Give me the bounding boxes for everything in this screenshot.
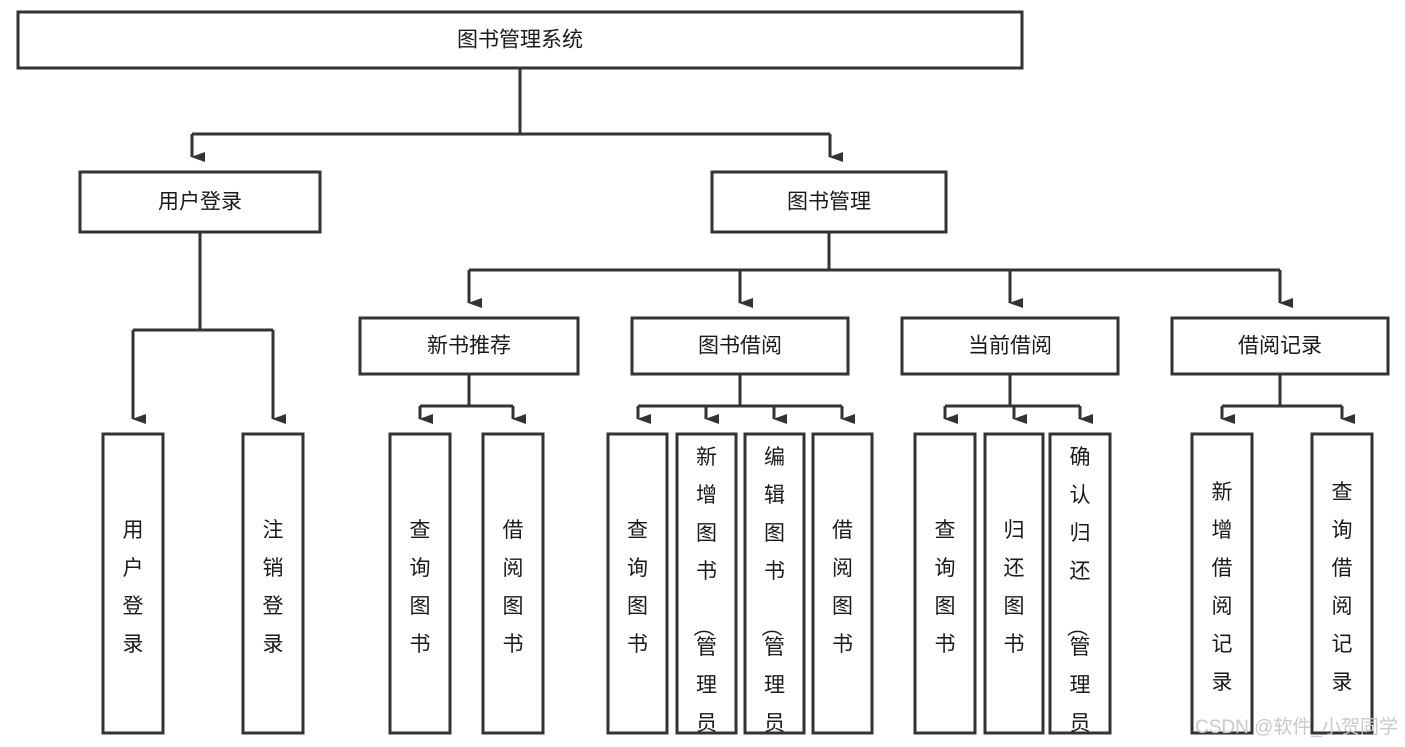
node-leaf-borrow-book-2[interactable]: 借阅图书 <box>811 432 874 735</box>
node-new-book-recommend-rect[interactable] <box>358 316 580 376</box>
node-book-management-label: 图书管理 <box>787 191 871 214</box>
node-leaf-query-book-1-rect[interactable] <box>388 432 452 735</box>
node-borrow-record-rect[interactable] <box>1170 316 1390 376</box>
node-leaf-query-book-3-label: 查询图书 <box>935 519 956 656</box>
node-user-login-rect[interactable] <box>78 170 322 234</box>
node-current-borrow[interactable]: 当前借阅 <box>900 316 1120 376</box>
node-leaf-user-login-rect[interactable] <box>101 432 165 735</box>
node-root-rect[interactable] <box>16 10 1024 70</box>
node-leaf-query-book-1[interactable]: 查询图书 <box>388 432 452 735</box>
node-current-borrow-rect[interactable] <box>900 316 1120 376</box>
node-leaf-query-book-2-label: 查询图书 <box>627 519 648 656</box>
node-root-label: 图书管理系统 <box>457 29 583 52</box>
node-book-management[interactable]: 图书管理 <box>710 170 948 234</box>
node-leaf-query-borrow-record-label: 查询借阅记录 <box>1332 481 1353 694</box>
node-new-book-recommend[interactable]: 新书推荐 <box>358 316 580 376</box>
node-leaf-edit-book-admin[interactable]: 编辑图书（管理员） <box>743 432 806 747</box>
node-leaf-add-book-admin-rect[interactable] <box>675 432 738 735</box>
node-leaf-add-book-admin-label: 新增图书（管理员） <box>691 446 717 747</box>
node-book-borrow-label: 图书借阅 <box>698 335 782 358</box>
node-leaf-borrow-book-1[interactable]: 借阅图书 <box>481 432 545 735</box>
node-leaf-logout-login-rect[interactable] <box>241 432 305 735</box>
node-leaf-edit-book-admin-label: 编辑图书（管理员） <box>759 446 785 747</box>
node-leaf-confirm-return-admin-rect[interactable] <box>1048 432 1112 735</box>
node-leaf-borrow-book-1-rect[interactable] <box>481 432 545 735</box>
node-leaf-user-login-label: 用户登录 <box>123 519 144 656</box>
node-leaf-edit-book-admin-rect[interactable] <box>743 432 806 735</box>
node-user-login-label: 用户登录 <box>158 191 242 214</box>
node-leaf-query-borrow-record-rect[interactable] <box>1310 432 1374 735</box>
node-leaf-return-book[interactable]: 归还图书 <box>983 432 1045 735</box>
node-borrow-record-label: 借阅记录 <box>1238 335 1322 358</box>
node-borrow-record[interactable]: 借阅记录 <box>1170 316 1390 376</box>
node-leaf-add-book-admin[interactable]: 新增图书（管理员） <box>675 432 738 747</box>
leaf-node-layer: 用户登录 注销登录 查询图书 借阅图书 查询图书 新增图书（管理员） 编辑图书（管理员） 借阅… <box>101 432 1374 747</box>
node-leaf-borrow-book-2-label: 借阅图书 <box>832 519 853 656</box>
node-leaf-query-book-1-label: 查询图书 <box>410 519 431 656</box>
node-leaf-logout-login[interactable]: 注销登录 <box>241 432 305 735</box>
node-leaf-add-borrow-record[interactable]: 新增借阅记录 <box>1190 432 1254 735</box>
node-leaf-borrow-book-2-rect[interactable] <box>811 432 874 735</box>
node-leaf-borrow-book-1-label: 借阅图书 <box>503 519 524 656</box>
node-user-login[interactable]: 用户登录 <box>78 170 322 234</box>
node-root[interactable]: 图书管理系统 <box>16 10 1024 70</box>
node-book-borrow[interactable]: 图书借阅 <box>630 316 850 376</box>
node-leaf-query-book-2[interactable]: 查询图书 <box>606 432 669 735</box>
node-leaf-add-borrow-record-rect[interactable] <box>1190 432 1254 735</box>
node-current-borrow-label: 当前借阅 <box>968 335 1052 358</box>
node-leaf-confirm-return-admin-label: 确认归还（管理员） <box>1065 446 1091 747</box>
node-leaf-query-book-3-rect[interactable] <box>913 432 977 735</box>
node-leaf-query-book-2-rect[interactable] <box>606 432 669 735</box>
node-leaf-logout-login-label: 注销登录 <box>263 519 284 656</box>
node-leaf-add-borrow-record-label: 新增借阅记录 <box>1212 481 1233 694</box>
node-book-borrow-rect[interactable] <box>630 316 850 376</box>
node-new-book-recommend-label: 新书推荐 <box>427 335 511 358</box>
node-leaf-return-book-label: 归还图书 <box>1004 519 1025 656</box>
node-leaf-confirm-return-admin[interactable]: 确认归还（管理员） <box>1048 432 1112 747</box>
node-leaf-query-borrow-record[interactable]: 查询借阅记录 <box>1310 432 1374 735</box>
node-book-management-rect[interactable] <box>710 170 948 234</box>
connector-group <box>131 68 1355 424</box>
node-leaf-return-book-rect[interactable] <box>983 432 1045 735</box>
watermark-text: CSDN @软件_小贺同学 <box>1195 716 1398 738</box>
node-leaf-user-login[interactable]: 用户登录 <box>101 432 165 735</box>
node-leaf-query-book-3[interactable]: 查询图书 <box>913 432 977 735</box>
